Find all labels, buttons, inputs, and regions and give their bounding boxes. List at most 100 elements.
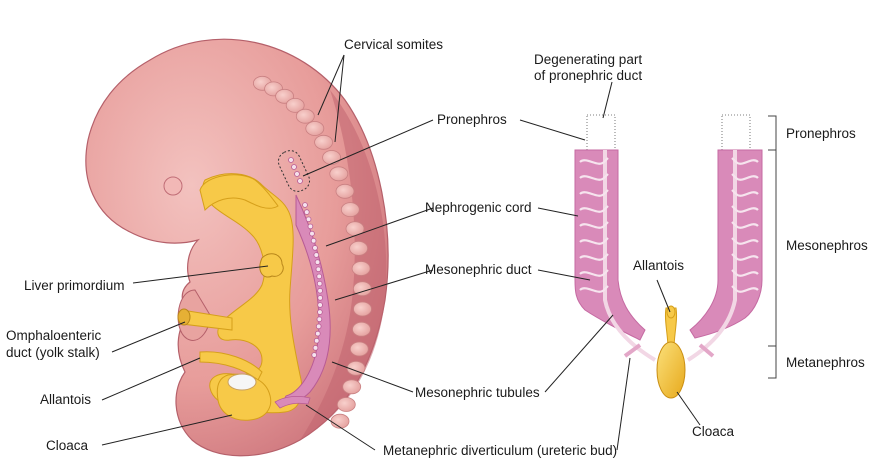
tubule bbox=[579, 221, 609, 229]
liver-bud bbox=[259, 253, 284, 278]
label-allantois-right: Allantois bbox=[633, 258, 684, 273]
kidney-schematic bbox=[574, 114, 777, 399]
cloaca-right bbox=[656, 341, 686, 399]
tubule bbox=[579, 173, 609, 181]
somite bbox=[340, 202, 360, 218]
tubule bbox=[310, 237, 317, 244]
degenerating-right bbox=[721, 114, 751, 152]
somite bbox=[322, 150, 342, 165]
label-pronephros: Pronephros bbox=[437, 112, 507, 127]
tubule bbox=[317, 295, 324, 301]
somite bbox=[351, 261, 371, 276]
tubule bbox=[313, 337, 320, 344]
label-nephrogenic-cord: Nephrogenic cord bbox=[425, 200, 532, 215]
duct-right bbox=[686, 150, 737, 362]
tubule bbox=[314, 259, 321, 265]
label-mesonephric-duct: Mesonephric duct bbox=[425, 262, 532, 277]
embryo bbox=[85, 38, 389, 457]
tubule bbox=[315, 266, 322, 273]
embryo-body bbox=[85, 38, 389, 457]
somite bbox=[349, 341, 369, 357]
somite bbox=[314, 134, 334, 150]
tubule bbox=[579, 157, 609, 165]
tubule bbox=[731, 253, 759, 261]
somite bbox=[295, 108, 315, 124]
tubule bbox=[309, 230, 315, 237]
pronephros-outline bbox=[277, 150, 311, 192]
tubule bbox=[317, 302, 323, 308]
optic-vesicle bbox=[163, 176, 183, 196]
metanephric-bud bbox=[274, 395, 311, 409]
tubule bbox=[317, 309, 323, 315]
tubule bbox=[731, 285, 759, 293]
label-degenerating-2: of pronephric duct bbox=[534, 68, 642, 83]
tubules-left bbox=[579, 157, 609, 293]
tubule bbox=[731, 157, 759, 165]
somite bbox=[330, 413, 350, 429]
tubule bbox=[311, 352, 318, 358]
somite bbox=[346, 360, 366, 376]
tubule bbox=[579, 189, 609, 197]
tubule bbox=[313, 252, 320, 258]
tubule bbox=[316, 280, 323, 287]
label-omphaloenteric-1: Omphaloenteric bbox=[6, 328, 102, 343]
tubule bbox=[302, 202, 308, 208]
label-cervical-somites: Cervical somites bbox=[344, 37, 443, 52]
somite bbox=[305, 121, 325, 136]
tubule bbox=[731, 237, 759, 245]
tubule bbox=[579, 253, 609, 261]
tubule bbox=[316, 273, 323, 280]
degenerating-left bbox=[586, 114, 616, 152]
tubule bbox=[317, 287, 323, 294]
tubule bbox=[305, 216, 312, 223]
ureteric-bud-left bbox=[623, 343, 642, 358]
somite bbox=[352, 321, 371, 337]
duct-left bbox=[603, 150, 657, 362]
somite bbox=[336, 397, 356, 412]
tubule bbox=[303, 209, 310, 215]
tubule bbox=[315, 323, 322, 330]
tubule bbox=[312, 245, 318, 251]
label-mesonephric-tubules: Mesonephric tubules bbox=[415, 385, 540, 400]
mesonephros-right bbox=[689, 149, 763, 339]
somite bbox=[285, 98, 305, 113]
tubule bbox=[307, 223, 314, 230]
tubule bbox=[731, 221, 759, 229]
label-cloaca-left: Cloaca bbox=[46, 438, 89, 453]
label-allantois-left: Allantois bbox=[40, 392, 91, 407]
label-cloaca-right: Cloaca bbox=[692, 424, 735, 439]
tubule bbox=[579, 205, 609, 213]
somites bbox=[252, 75, 372, 429]
tubule bbox=[731, 189, 759, 197]
tubule bbox=[312, 345, 319, 351]
mesonephric-tubules-left bbox=[302, 202, 324, 358]
pharynx bbox=[199, 174, 279, 211]
somite bbox=[335, 183, 355, 199]
tubule bbox=[731, 269, 759, 277]
label-region-mesonephros: Mesonephros bbox=[786, 238, 868, 253]
tubule bbox=[579, 269, 609, 277]
label-region-pronephros: Pronephros bbox=[786, 126, 856, 141]
region-brackets bbox=[768, 115, 777, 379]
tubule bbox=[579, 237, 609, 245]
somite bbox=[353, 301, 372, 317]
somite bbox=[329, 166, 349, 182]
somite bbox=[349, 240, 369, 256]
tubules-right bbox=[731, 157, 759, 293]
somite bbox=[342, 379, 362, 395]
label-omphaloenteric-2: duct (yolk stalk) bbox=[6, 345, 100, 360]
labels: Cervical somites Degenerating part of pr… bbox=[6, 37, 868, 458]
pronephros-vesicles bbox=[288, 157, 303, 184]
tubule bbox=[316, 316, 323, 323]
tubule bbox=[731, 173, 759, 181]
ureteric-bud-right bbox=[698, 343, 715, 358]
label-liver-primordium: Liver primordium bbox=[24, 278, 125, 293]
label-degenerating-1: Degenerating part bbox=[534, 52, 642, 67]
label-metanephric-diverticulum: Metanephric diverticulum (ureteric bud) bbox=[383, 443, 617, 458]
allantois-stalk bbox=[199, 351, 263, 381]
tubule bbox=[314, 330, 321, 337]
label-region-metanephros: Metanephros bbox=[786, 355, 865, 370]
tubule bbox=[579, 285, 609, 293]
